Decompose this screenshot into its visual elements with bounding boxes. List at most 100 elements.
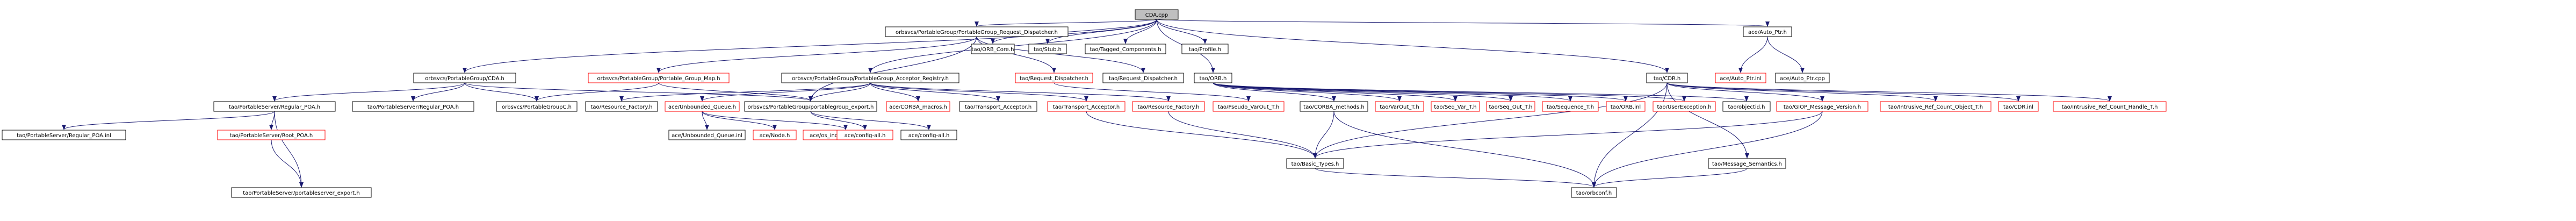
graph-node-orbconf[interactable]: tao/orbconf.h <box>1571 187 1617 198</box>
graph-node-profile[interactable]: tao/Profile.h <box>1181 44 1229 54</box>
node-label: orbsvcs/PortableGroup/CDA.h <box>425 76 504 82</box>
node-box <box>668 130 746 140</box>
graph-node-cdr-h[interactable]: tao/CDR.h <box>1646 73 1688 83</box>
graph-node-basic-types[interactable]: tao/Basic_Types.h <box>1286 158 1344 169</box>
graph-node-orb-core[interactable]: tao/ORB_Core.h <box>971 44 1015 54</box>
dependency-edge <box>464 82 813 102</box>
graph-node-tagged-components[interactable]: tao/Tagged_Components.h <box>1085 44 1166 54</box>
graph-node-message-semantics[interactable]: tao/Message_Semantics.h <box>1708 158 1786 169</box>
graph-node-portable-group-c[interactable]: orbsvcs/PortableGroupC.h <box>496 101 578 112</box>
graph-node-regular-poa-inl[interactable]: tao/PortableServer/Regular_POA.inl <box>2 130 126 140</box>
node-box <box>1542 101 1599 112</box>
graph-node-config-all2[interactable]: ace/config-all.h <box>900 130 957 140</box>
graph-node-corba-macros[interactable]: ace/CORBA_macros.h <box>886 101 950 112</box>
graph-node-transport-acceptor[interactable]: tao/Transport_Acceptor.h <box>959 101 1037 112</box>
graph-node-ace-node[interactable]: ace/Node.h <box>753 130 797 140</box>
node-label: tao/PortableServer/Regular_POA.inl <box>17 133 111 139</box>
graph-node-request-dispatcher[interactable]: tao/Request_Dispatcher.h <box>1015 73 1093 83</box>
graph-node-orb-h[interactable]: tao/ORB.h <box>1194 73 1232 83</box>
graph-node-pg-cda[interactable]: orbsvcs/PortableGroup/CDA.h <box>413 73 516 83</box>
node-label: tao/UserException.h <box>1657 104 1711 110</box>
node-box <box>1132 101 1205 112</box>
node-label: tao/Transport_Acceptor.h <box>965 104 1031 110</box>
graph-node-auto-ptr-h[interactable]: ace/Auto_Ptr.h <box>1743 26 1792 37</box>
graph-node-intrusive-ref-count-handle[interactable]: tao/Intrusive_Ref_Count_Handle_T.h <box>2053 101 2167 112</box>
graph-node-resource-factory[interactable]: tao/Resource_Factory.h <box>585 101 658 112</box>
node-box <box>2 130 126 140</box>
graph-node-pseudo-var-out[interactable]: tao/Pseudo_VarOut_T.h <box>1213 101 1285 112</box>
node-box <box>213 101 336 112</box>
node-box <box>2053 101 2167 112</box>
graph-node-root-poa[interactable]: tao/PortableServer/Root_POA.h <box>217 130 326 140</box>
graph-node-config-all[interactable]: ace/config-all.h <box>836 130 893 140</box>
graph-node-pg-export[interactable]: orbsvcs/PortableGroup/portablegroup_expo… <box>744 101 877 112</box>
dependency-edge <box>1313 82 1668 159</box>
node-label: tao/PortableServer/Regular_POA.h <box>367 104 459 110</box>
graph-node-auto-ptr-inl[interactable]: ace/Auto_Ptr.inl <box>1715 73 1766 83</box>
dependency-edge <box>464 82 539 102</box>
dependency-edge <box>62 111 275 130</box>
graph-node-regular-poa2[interactable]: tao/PortableServer/Regular_POA.h <box>352 101 474 112</box>
graph-node-auto-ptr-cpp[interactable]: ace/Auto_Ptr.cpp <box>1775 73 1830 83</box>
dependency-edge <box>1666 82 1749 159</box>
node-label: ace/Auto_Ptr.h <box>1748 30 1787 35</box>
node-box <box>1194 73 1232 83</box>
node-box <box>1028 44 1067 54</box>
node-label: tao/orbconf.h <box>1576 190 1612 196</box>
graph-node-transport-acceptor2[interactable]: tao/Transport_Acceptor.h <box>1047 101 1125 112</box>
node-label: ace/Node.h <box>760 133 790 139</box>
graph-node-resource-factory2[interactable]: tao/Resource_Factory.h <box>1132 101 1205 112</box>
graph-node-unbounded-queue-inl[interactable]: ace/Unbounded_Queue.inl <box>668 130 746 140</box>
node-box <box>496 101 578 112</box>
graph-node-intrusive-ref-count-object[interactable]: tao/Intrusive_Ref_Count_Object_T.h <box>1880 101 1991 112</box>
node-label: orbsvcs/PortableGroup/Portable_Group_Map… <box>597 76 720 82</box>
dependency-edge <box>535 82 659 102</box>
graph-node-cdr-inl[interactable]: tao/CDR.inl <box>1998 101 2039 112</box>
graph-node-user-exception[interactable]: tao/UserException.h <box>1653 101 1716 112</box>
graph-node-corba-methods[interactable]: tao/CORBA_methods.h <box>1300 101 1368 112</box>
dependency-edge <box>1156 19 1207 44</box>
dependency-edge <box>271 139 304 188</box>
dependency-edge <box>1156 19 1669 73</box>
dependency-edge <box>976 36 1056 73</box>
dependency-edge <box>700 82 871 102</box>
node-label: tao/VarOut_T.h <box>1380 104 1419 110</box>
dependency-edge <box>1666 82 1824 102</box>
graph-node-regular-poa[interactable]: tao/PortableServer/Regular_POA.h <box>213 101 336 112</box>
node-label: tao/Profile.h <box>1189 47 1221 53</box>
node-box <box>1715 73 1766 83</box>
graph-node-objectid[interactable]: tao/objectid.h <box>1722 101 1771 112</box>
graph-node-giop-message-version[interactable]: tao/GIOP_Message_Version.h <box>1776 101 1868 112</box>
graph-node-sequence-t[interactable]: tao/Sequence_T.h <box>1542 101 1599 112</box>
node-label: CDA.cpp <box>1145 12 1168 18</box>
node-box <box>886 101 950 112</box>
dependency-edge <box>1054 82 1251 102</box>
dependency-edge <box>991 19 1157 44</box>
graph-node-varout-t[interactable]: tao/VarOut_T.h <box>1375 101 1424 112</box>
graph-node-seq-out-t[interactable]: tao/Seq_Out_T.h <box>1486 101 1535 112</box>
node-box <box>217 130 326 140</box>
graph-node-ppg-acceptor-registry[interactable]: orbsvcs/PortableGroup/PortableGroup_Acce… <box>781 73 959 83</box>
node-box <box>1571 187 1617 198</box>
graph-node-stub[interactable]: tao/Stub.h <box>1028 44 1067 54</box>
graph-node-ppg-request-dispatcher[interactable]: orbsvcs/PortableGroup/PortableGroup_Requ… <box>885 26 1069 37</box>
dependency-edge <box>463 19 1157 73</box>
node-box <box>1606 101 1646 112</box>
graph-node-seq-var-t[interactable]: tao/Seq_Var_T.h <box>1431 101 1480 112</box>
node-box <box>1431 101 1480 112</box>
graph-node-orb-inl[interactable]: tao/ORB.inl <box>1606 101 1646 112</box>
node-box <box>1300 101 1368 112</box>
node-label: orbsvcs/PortableGroup/PortableGroup_Requ… <box>896 30 1058 35</box>
dependency-edge <box>1086 111 1317 159</box>
dependency-edge <box>1666 82 2112 102</box>
graph-node-request-dispatcher2[interactable]: tao/Request_Dispatcher.h <box>1102 73 1184 83</box>
node-label: tao/Intrusive_Ref_Count_Object_T.h <box>1888 104 1983 110</box>
node-label: tao/Seq_Var_T.h <box>1434 104 1476 110</box>
node-label: tao/PortableServer/Root_POA.h <box>230 133 313 139</box>
dependency-edge <box>1213 82 1572 102</box>
dependency-edge <box>870 82 1088 102</box>
graph-node-portableserver-export[interactable]: tao/PortableServer/portableserver_export… <box>231 187 372 198</box>
graph-node-unbounded-queue-h[interactable]: ace/Unbounded_Queue.h <box>665 101 740 112</box>
graph-node-portable-group-map[interactable]: orbsvcs/PortableGroup/Portable_Group_Map… <box>588 73 730 83</box>
